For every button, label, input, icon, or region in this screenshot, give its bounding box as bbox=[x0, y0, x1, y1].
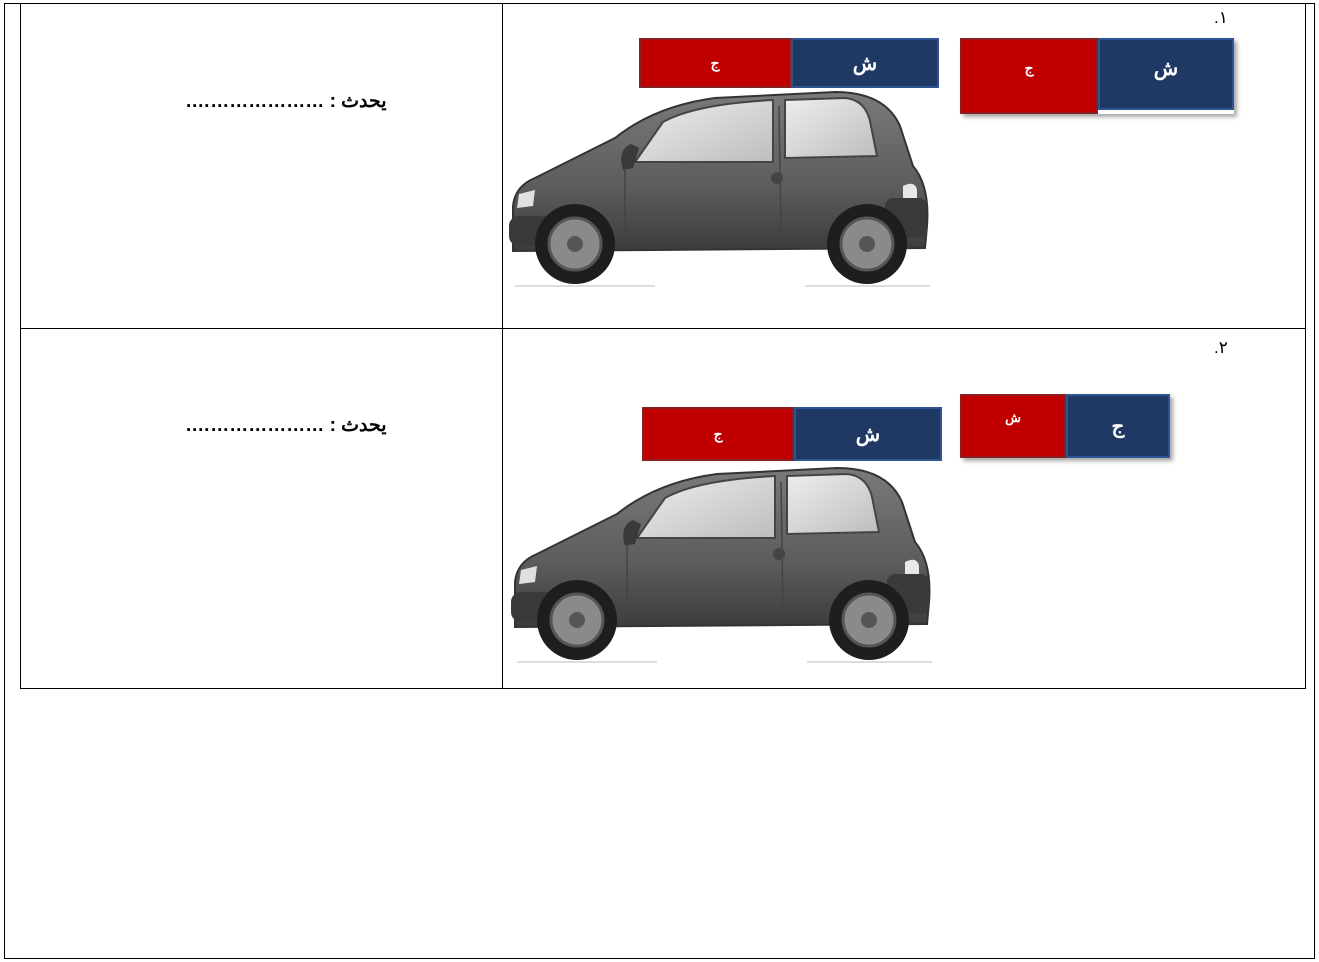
car-image bbox=[509, 90, 930, 287]
page-border bbox=[4, 3, 1315, 959]
magnet-on-car: ج ش bbox=[642, 407, 942, 461]
magnet-pole-right: ج bbox=[1066, 394, 1170, 458]
car-image bbox=[511, 466, 932, 663]
answer-blank[interactable]: …………………. bbox=[186, 91, 325, 112]
magnet-free[interactable]: ش ج bbox=[960, 394, 1170, 458]
magnet-pole-left: ج bbox=[639, 38, 791, 88]
item-number: ٢. bbox=[1214, 338, 1228, 357]
magnet-pole-right: ش bbox=[794, 407, 942, 461]
column-divider bbox=[502, 3, 503, 689]
magnet-on-car: ج ش bbox=[639, 38, 939, 88]
answer-line: يحدث : …………………. bbox=[186, 90, 387, 113]
answer-line: يحدث : …………………. bbox=[186, 414, 387, 437]
magnet-pole-right: ش bbox=[1098, 38, 1234, 110]
magnet-free[interactable]: ج ش bbox=[960, 38, 1234, 114]
magnet-pole-left: ج bbox=[642, 407, 794, 461]
magnet-pole-left: ج bbox=[960, 38, 1098, 114]
worksheet-table bbox=[20, 3, 1306, 689]
magnet-pole-right: ش bbox=[791, 38, 939, 88]
item-number: ١. bbox=[1214, 8, 1228, 27]
row-divider bbox=[20, 328, 1306, 329]
magnet-pole-left: ش bbox=[960, 394, 1066, 458]
answer-label: يحدث : bbox=[329, 91, 387, 112]
answer-label: يحدث : bbox=[329, 415, 387, 436]
answer-blank[interactable]: …………………. bbox=[186, 415, 325, 436]
